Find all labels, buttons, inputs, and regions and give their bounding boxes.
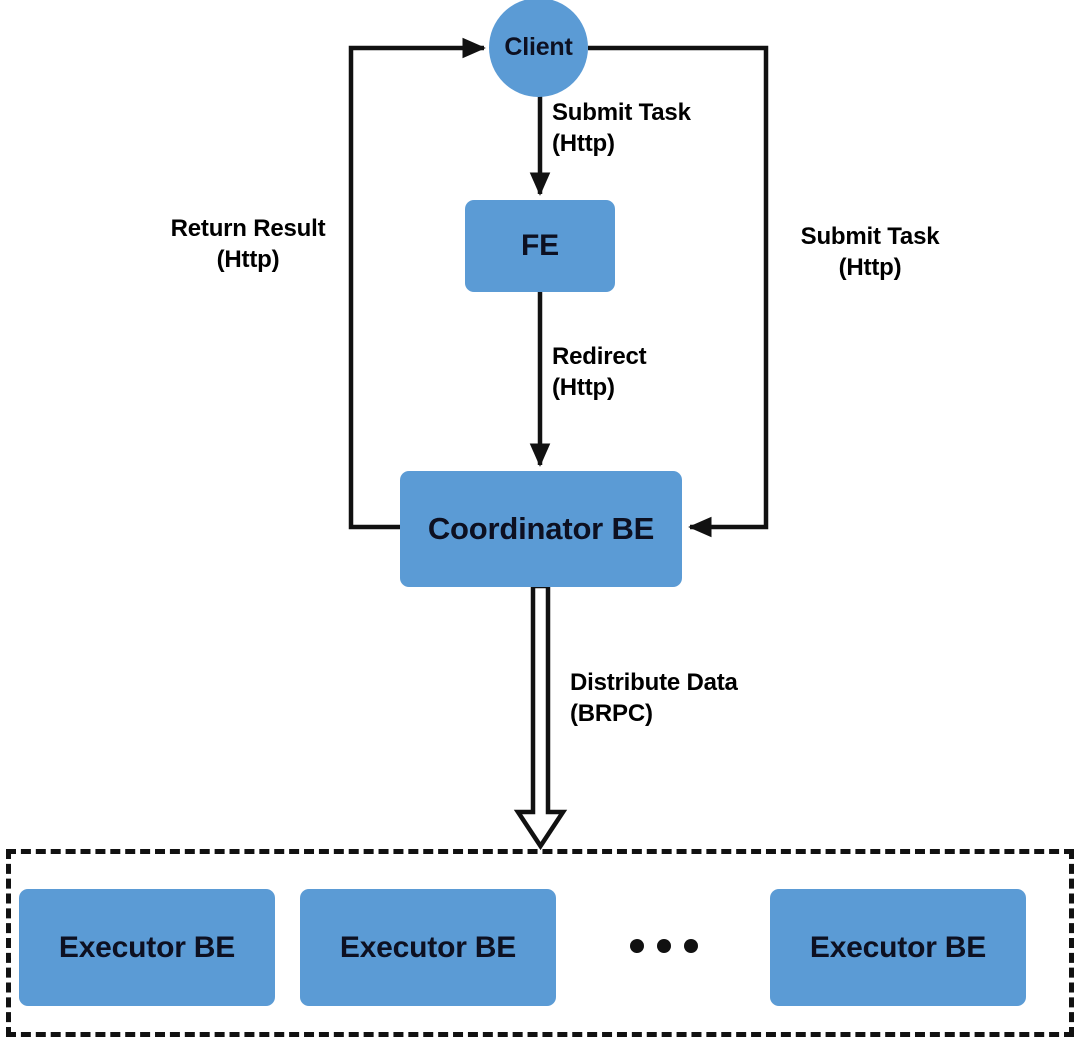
node-client-label: Client: [504, 33, 573, 61]
node-fe-label: FE: [521, 229, 559, 262]
ellipsis-dot: [630, 939, 644, 953]
edge-label-submit-task-top: Submit Task (Http): [552, 99, 691, 157]
node-client[interactable]: Client: [489, 0, 588, 97]
node-fe[interactable]: FE: [465, 200, 615, 292]
node-coordinator-be[interactable]: Coordinator BE: [400, 471, 682, 587]
edge-label-distribute-data: Distribute Data (BRPC): [570, 669, 738, 727]
edge-coordinator-to-executors: [513, 583, 568, 851]
edge-coordinator-to-client: [348, 37, 486, 530]
node-coordinator-be-label: Coordinator BE: [427, 511, 655, 546]
ellipsis-dot: [684, 939, 698, 953]
node-executor-be-2-label: Executor BE: [339, 930, 517, 964]
ellipsis-dot: [657, 939, 671, 953]
executor-ellipsis-icon: [618, 926, 710, 966]
node-executor-be-2[interactable]: Executor BE: [300, 889, 556, 1006]
edge-client-to-coordinator: [588, 45, 769, 538]
node-executor-be-1-label: Executor BE: [58, 930, 236, 964]
executor-group-container: [6, 849, 1074, 1037]
node-executor-be-1[interactable]: Executor BE: [19, 889, 275, 1006]
node-executor-be-3-label: Executor BE: [809, 930, 987, 964]
edge-label-redirect: Redirect (Http): [552, 343, 647, 401]
edge-label-return-result: Return Result (Http): [170, 215, 326, 273]
edge-label-submit-task-right: Submit Task (Http): [800, 223, 940, 281]
node-executor-be-3[interactable]: Executor BE: [770, 889, 1026, 1006]
